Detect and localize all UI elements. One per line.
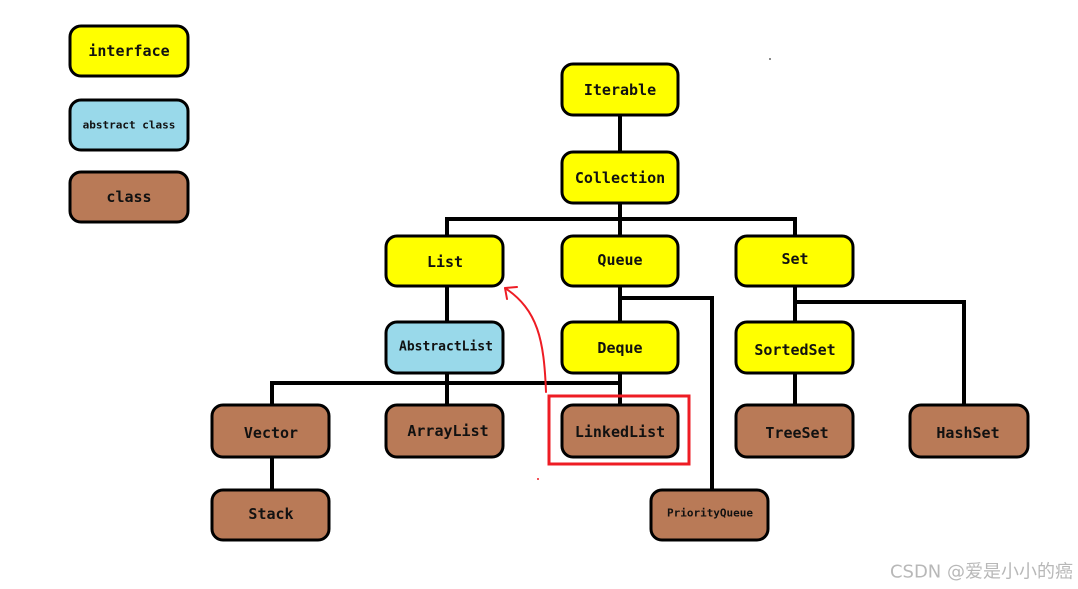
edge-collection-children-bar <box>445 201 797 221</box>
legend-class-swatch <box>68 170 190 224</box>
node-queue-box <box>560 234 680 288</box>
node-set-label: Set <box>781 250 808 268</box>
stray-dot-red <box>537 478 539 480</box>
node-queue: Queue <box>560 234 680 288</box>
node-deque-label: Deque <box>597 339 642 357</box>
node-queue-label: Queue <box>597 251 642 269</box>
node-collection-label: Collection <box>575 169 665 187</box>
node-abstractlist-label: AbstractList <box>399 340 493 355</box>
node-sortedset-label: SortedSet <box>754 341 835 359</box>
node-list-box <box>384 234 505 288</box>
legend: interface abstract class class <box>68 24 190 224</box>
legend-interface-label: interface <box>88 42 169 60</box>
node-stack-label: Stack <box>248 505 293 523</box>
legend-abstract-class: abstract class <box>68 98 190 152</box>
node-deque-box <box>560 320 680 375</box>
legend-interface-swatch <box>68 24 190 78</box>
node-abstractlist: AbstractList <box>384 320 505 375</box>
node-treeset: TreeSet <box>734 403 855 459</box>
node-sortedset-box <box>734 320 855 375</box>
node-linkedlist: LinkedList <box>560 403 680 459</box>
legend-abstract-class-swatch <box>68 98 190 152</box>
node-set-box <box>734 234 855 288</box>
node-hashset-label: HashSet <box>936 424 999 442</box>
connector-lines <box>270 113 966 492</box>
node-arraylist-box <box>384 403 505 459</box>
node-collection: Collection <box>560 150 680 205</box>
node-treeset-box <box>734 403 855 459</box>
edge-queue-priorityqueue <box>618 296 714 492</box>
node-list: List <box>384 234 505 288</box>
node-linkedlist-box <box>560 403 680 459</box>
class-nodes: Vector ArrayList LinkedList TreeSet Hash… <box>210 403 1030 542</box>
node-vector-box <box>210 403 331 459</box>
watermark: CSDN @爱是小小的癌 <box>890 562 1073 583</box>
node-sortedset: SortedSet <box>734 320 855 375</box>
interface-nodes: Iterable Collection List Queue Set Deque… <box>384 62 855 375</box>
red-arrow-curve <box>504 287 547 393</box>
node-priorityqueue-label: PriorityQueue <box>667 507 753 520</box>
node-arraylist-label: ArrayList <box>407 422 488 440</box>
legend-abstract-class-label: abstract class <box>83 119 176 132</box>
node-stack-box <box>210 488 331 542</box>
node-iterable-box <box>560 62 680 117</box>
node-treeset-label: TreeSet <box>765 424 828 442</box>
node-vector: Vector <box>210 403 331 459</box>
node-linkedlist-label: LinkedList <box>575 423 665 441</box>
legend-class-label: class <box>106 188 151 206</box>
linkedlist-highlight-frame <box>547 394 691 466</box>
node-arraylist: ArrayList <box>384 403 505 459</box>
node-vector-label: Vector <box>244 424 298 442</box>
legend-interface: interface <box>68 24 190 78</box>
node-collection-box <box>560 150 680 205</box>
node-set: Set <box>734 234 855 288</box>
node-hashset-box <box>908 403 1030 459</box>
stray-dot-black <box>769 58 771 60</box>
node-list-label: List <box>427 253 463 271</box>
abstract-class-nodes: AbstractList <box>384 320 505 375</box>
edge-set-hashset <box>793 300 966 407</box>
legend-class: class <box>68 170 190 224</box>
node-hashset: HashSet <box>908 403 1030 459</box>
node-priorityqueue: PriorityQueue <box>649 488 770 542</box>
red-arrow-linkedlist-to-list <box>504 286 547 393</box>
node-iterable-label: Iterable <box>584 81 656 99</box>
node-abstractlist-box <box>384 320 505 375</box>
node-priorityqueue-box <box>649 488 770 542</box>
node-stack: Stack <box>210 488 331 542</box>
red-arrow-head <box>504 286 518 300</box>
node-deque: Deque <box>560 320 680 375</box>
node-iterable: Iterable <box>560 62 680 117</box>
